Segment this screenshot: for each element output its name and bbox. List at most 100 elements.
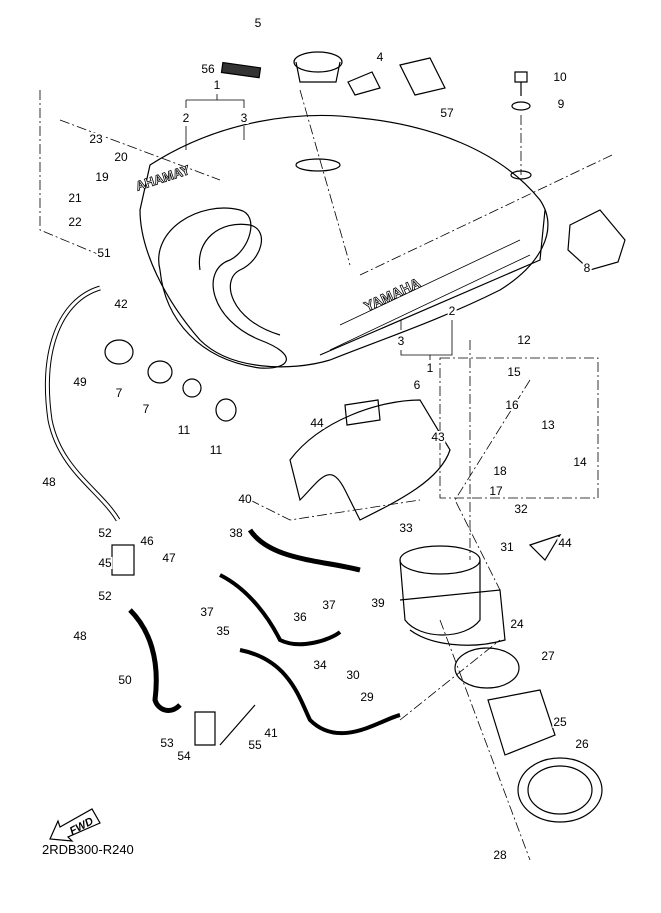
damper-4 <box>347 71 381 96</box>
part-label: 36 <box>292 610 308 624</box>
fuel-cap <box>293 51 343 73</box>
part-label: 10 <box>552 70 568 84</box>
part-label: 57 <box>439 106 455 120</box>
pad-42 <box>158 207 287 369</box>
part-label: 29 <box>359 690 375 704</box>
part-label: 53 <box>159 736 175 750</box>
tank-logo-yamaha: YAMAHA <box>362 275 423 315</box>
plate-44b <box>528 533 562 561</box>
tank-lower-edge <box>319 209 546 356</box>
part-label: 5 <box>253 16 263 30</box>
part-label: 49 <box>72 375 88 389</box>
fuel-tank <box>139 114 549 368</box>
part-label: 37 <box>199 605 215 619</box>
grommet-11b <box>215 398 237 422</box>
part-label: 26 <box>574 737 590 751</box>
ring-26 <box>517 757 603 823</box>
tank-logo-mirrored: YAMAHA <box>133 162 191 194</box>
part-label: 3 <box>239 111 249 125</box>
plate-44a <box>344 399 381 426</box>
part-label: 6 <box>412 378 422 392</box>
part-label: 19 <box>94 170 110 184</box>
part-label: 41 <box>263 726 279 740</box>
part-label: 12 <box>516 333 532 347</box>
part-label: 34 <box>312 658 328 672</box>
part-label: 11 <box>176 423 192 437</box>
diagram-code: 2RDB300-R240 <box>42 842 134 857</box>
part-label: 16 <box>504 398 520 412</box>
part-label: 50 <box>117 673 133 687</box>
part-label: 38 <box>228 526 244 540</box>
part-label: 48 <box>41 475 57 489</box>
part-label: 52 <box>97 526 113 540</box>
part-label: 31 <box>499 540 515 554</box>
leader-lines <box>39 89 613 861</box>
part-label: 47 <box>161 551 177 565</box>
part-label: 56 <box>200 62 216 76</box>
part-label: 52 <box>97 589 113 603</box>
bolt-10 <box>514 71 528 96</box>
hose-38 <box>247 528 361 573</box>
washer-9 <box>511 101 531 111</box>
part-label: 46 <box>139 534 155 548</box>
emblem-56 <box>220 61 262 79</box>
part-label: 55 <box>247 738 263 752</box>
fwd-arrow-icon: FWD <box>49 808 101 842</box>
part-label: 48 <box>72 629 88 643</box>
bracket-8 <box>567 209 626 271</box>
part-label: 32 <box>513 502 529 516</box>
heat-shield-6 <box>289 399 451 521</box>
part-label: 2 <box>447 304 457 318</box>
part-label: 4 <box>375 50 385 64</box>
part-label: 9 <box>556 97 566 111</box>
bracket-1-2-3-top <box>185 94 245 150</box>
gasket-27 <box>454 647 520 689</box>
part-label: 28 <box>492 848 508 862</box>
part-label: 13 <box>540 418 556 432</box>
part-label: 30 <box>345 668 361 682</box>
part-label: 33 <box>398 521 414 535</box>
tank-stripe <box>329 239 531 351</box>
part-label: 2 <box>181 111 191 125</box>
part-label: 51 <box>96 246 112 260</box>
part-label: 3 <box>396 334 406 348</box>
part-label: 20 <box>113 150 129 164</box>
part-label: 44 <box>557 536 573 550</box>
part-label: 24 <box>509 617 525 631</box>
hose-34 <box>219 573 342 647</box>
hose-49 <box>44 285 121 522</box>
hose-50 <box>128 608 182 713</box>
part-label: 45 <box>97 556 113 570</box>
part-label: 44 <box>309 416 325 430</box>
part-label: 1 <box>425 361 435 375</box>
hose-41 <box>239 648 401 736</box>
part-label: 1 <box>212 78 222 92</box>
part-label: 21 <box>67 191 83 205</box>
filler-opening <box>295 158 341 172</box>
fuel-pump-24 <box>399 545 481 575</box>
part-label: 17 <box>488 484 504 498</box>
part-label: 22 <box>67 215 83 229</box>
part-label: 37 <box>321 598 337 612</box>
part-label: 25 <box>552 715 568 729</box>
damper-7a <box>104 339 134 365</box>
part-54 <box>194 711 216 746</box>
part-label: 7 <box>141 402 151 416</box>
part-label: 18 <box>492 464 508 478</box>
grommet-11a <box>182 378 202 398</box>
part-label: 27 <box>540 649 556 663</box>
part-label: 8 <box>582 261 592 275</box>
label-57 <box>399 57 446 96</box>
part-label: 42 <box>113 297 129 311</box>
part-label: 14 <box>572 455 588 469</box>
part-label: 15 <box>506 365 522 379</box>
bracket-1-2-3-bottom <box>400 320 453 360</box>
fwd-label: FWD <box>68 815 96 837</box>
part-label: 54 <box>176 749 192 763</box>
part-label: 40 <box>237 492 253 506</box>
cable-tie-55 <box>219 704 256 746</box>
part-label: 43 <box>430 430 446 444</box>
part-label: 23 <box>88 132 104 146</box>
part-label: 7 <box>114 386 124 400</box>
